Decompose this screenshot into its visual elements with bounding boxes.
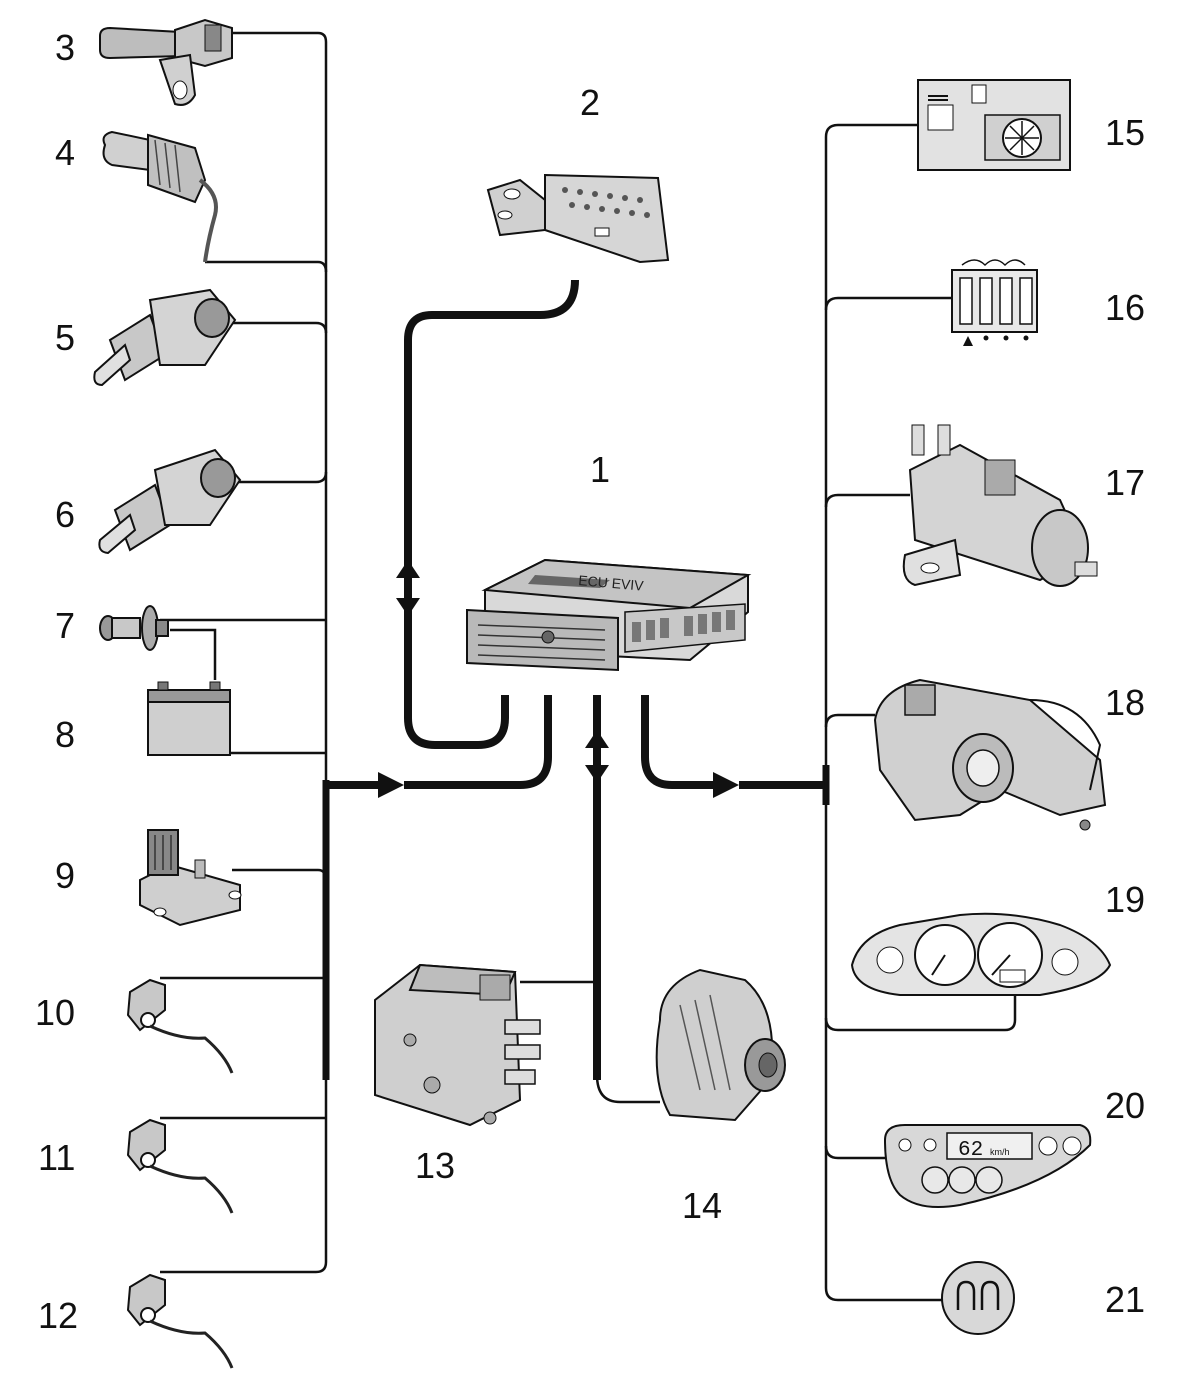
diagnostic-link-line xyxy=(404,279,579,749)
callout-8: 8 xyxy=(55,714,76,755)
oil-pressure-switch xyxy=(99,605,169,651)
bidirectional-arrow-center xyxy=(585,730,609,783)
callout-11: 11 xyxy=(38,1137,76,1178)
pedal-switch-10 xyxy=(126,978,234,1074)
callout-2: 2 xyxy=(580,82,601,123)
ecu-label: ECU EVIV xyxy=(578,572,645,594)
glow-plug-relay xyxy=(951,259,1038,346)
multifunction-display xyxy=(883,1124,1092,1208)
egr-valve-throttle xyxy=(873,678,1107,831)
right-wiring xyxy=(824,123,1017,1302)
relay-module-fan xyxy=(917,79,1071,171)
callout-21: 21 xyxy=(1105,1279,1146,1320)
callout-15: 15 xyxy=(1105,112,1146,153)
alternator xyxy=(655,968,786,1122)
ecu-to-outputs-line xyxy=(641,695,715,789)
pedal-switch-12 xyxy=(126,1273,234,1369)
callout-7: 7 xyxy=(55,605,76,646)
callout-19: 19 xyxy=(1105,879,1146,920)
input-arrow xyxy=(378,772,404,798)
callout-3: 3 xyxy=(55,27,76,68)
ecu-module xyxy=(466,558,752,672)
diagnostic-connector xyxy=(486,173,670,264)
callout-20: 20 xyxy=(1105,1085,1146,1126)
callout-12: 12 xyxy=(38,1295,79,1336)
battery xyxy=(147,681,231,756)
output-arrow xyxy=(713,772,739,798)
display-speed-unit: km/h xyxy=(990,1147,1010,1157)
display-speed-value: 62 xyxy=(958,1139,983,1162)
pedal-switch-11 xyxy=(126,1118,234,1214)
temperature-sensor-5 xyxy=(93,288,237,387)
callout-16: 16 xyxy=(1105,287,1146,328)
callout-14: 14 xyxy=(682,1185,723,1226)
callout-1: 1 xyxy=(590,449,611,490)
egr-solenoid-valve xyxy=(902,424,1098,587)
manifold-pressure-sensor xyxy=(139,829,242,927)
crankshaft-position-sensor xyxy=(99,18,233,106)
callout-10: 10 xyxy=(35,992,76,1033)
temperature-sensor-6 xyxy=(98,448,242,555)
glow-plug-warning-lamp xyxy=(941,1261,1015,1335)
bidirectional-arrow-diagnostic xyxy=(396,560,420,616)
callout-4: 4 xyxy=(55,132,76,173)
input-bus-to-ecu xyxy=(404,695,552,789)
callout-17: 17 xyxy=(1105,462,1146,503)
callout-13: 13 xyxy=(415,1145,456,1186)
callout-6: 6 xyxy=(55,494,76,535)
callout-9: 9 xyxy=(55,855,76,896)
left-wiring xyxy=(160,31,328,1274)
coolant-temperature-sender xyxy=(102,130,218,263)
instrument-cluster xyxy=(850,912,1112,996)
wire-to-14 xyxy=(595,1074,660,1104)
callout-18: 18 xyxy=(1105,682,1146,723)
callout-5: 5 xyxy=(55,317,76,358)
fuel-injection-pump xyxy=(374,963,541,1127)
